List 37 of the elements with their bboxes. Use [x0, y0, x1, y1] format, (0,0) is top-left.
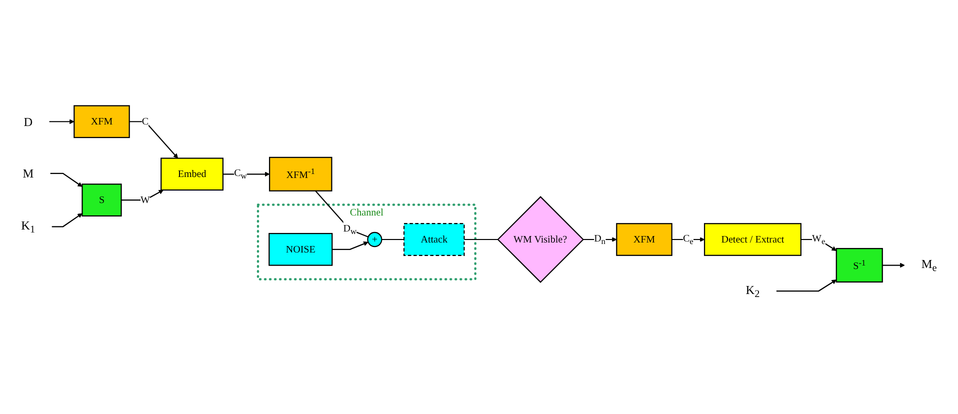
node-circle: + — [367, 232, 382, 248]
edge-label: C$_{w}$ — [234, 167, 247, 181]
node-box: XFM — [74, 105, 130, 138]
node-text: M — [22, 166, 34, 180]
node-diamond: WM Visible? — [497, 196, 584, 283]
node-box: Attack — [403, 223, 465, 256]
arrow — [672, 237, 705, 242]
arrow — [882, 262, 905, 268]
arrow — [50, 172, 82, 187]
node-box: Embed — [160, 158, 224, 191]
node-box: XFM$^{-1}$ — [269, 156, 332, 192]
node-text: K$_{1}$ — [21, 218, 36, 235]
edge-label: C$_{e}$ — [682, 232, 694, 246]
node-text: D — [24, 114, 33, 129]
edge-label: W$_{e}$ — [812, 232, 826, 246]
node-box: Detect / Extract — [704, 223, 802, 256]
edge-label: D$_{w}$ — [343, 222, 357, 236]
edge-label: W — [140, 194, 150, 206]
arrow — [776, 280, 837, 292]
node-box: S$^{-1}$ — [836, 248, 883, 283]
node-text: M$_{e}$ — [921, 256, 937, 274]
arrow — [121, 190, 164, 201]
edge-label: D$_{n}$ — [594, 232, 606, 246]
arrow — [49, 119, 74, 124]
edge-label: C — [142, 116, 149, 127]
connector — [315, 190, 368, 238]
arrow — [129, 121, 178, 158]
arrow — [222, 172, 270, 177]
node-box: XFM — [616, 223, 672, 256]
connector — [382, 238, 404, 240]
arrow — [332, 241, 368, 250]
arrow — [52, 213, 82, 228]
arrow — [582, 237, 617, 242]
connector — [464, 238, 498, 240]
node-box: NOISE — [268, 232, 333, 266]
node-box: S — [82, 184, 122, 216]
node-text: K$_{2}$ — [746, 282, 760, 300]
